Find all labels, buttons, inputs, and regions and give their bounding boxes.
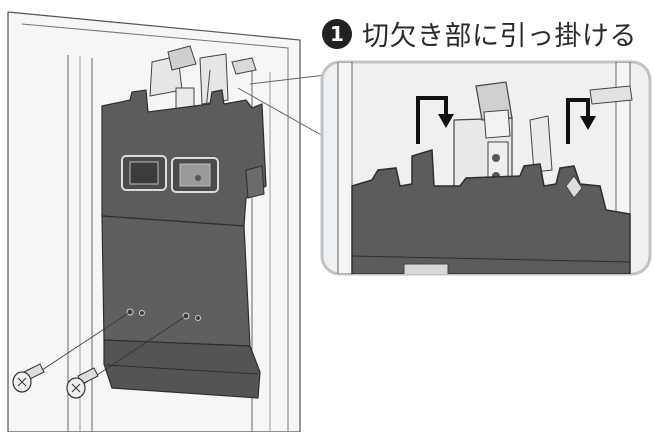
- zoom-inset: [320, 60, 652, 276]
- device-body: [101, 89, 267, 399]
- device-window-right: [171, 157, 219, 193]
- callout-lines: [237, 73, 335, 141]
- step-number-badge: 1: [322, 18, 352, 49]
- mounting-bracket: [149, 45, 257, 115]
- step-heading: 1 切欠き部に引っ掛ける: [322, 14, 637, 53]
- screw-right: [66, 367, 99, 399]
- hook-arrow-left: [416, 96, 454, 144]
- screw-hole: [195, 315, 201, 321]
- step-title: 切欠き部に引っ掛ける: [362, 21, 637, 52]
- screws: [12, 311, 187, 399]
- device-window-left: [121, 155, 167, 191]
- hook-arrow-right: [566, 98, 596, 144]
- screw-left: [12, 363, 45, 393]
- screw-hole: [139, 310, 145, 316]
